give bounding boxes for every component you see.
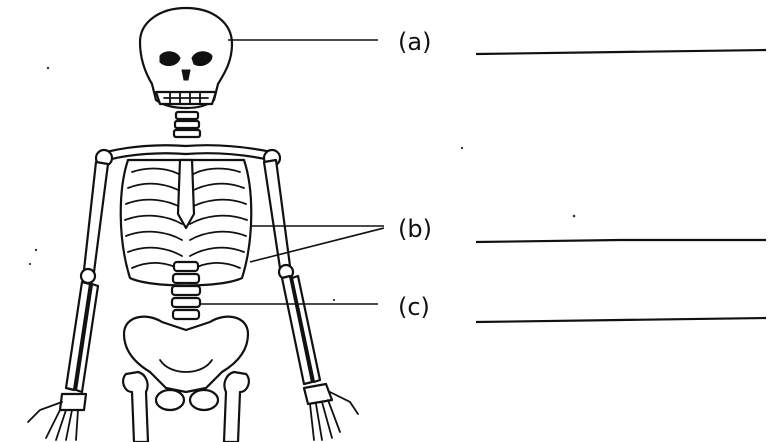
answer-line-a[interactable] bbox=[476, 50, 766, 54]
leader-line-b-lower bbox=[250, 228, 384, 262]
labels: (a) (b) (c) bbox=[398, 28, 432, 321]
skull bbox=[140, 8, 232, 108]
answer-line-c[interactable] bbox=[476, 318, 766, 322]
scan-specks bbox=[29, 67, 575, 301]
human-skeleton-icon bbox=[28, 8, 358, 442]
answer-lines bbox=[476, 50, 766, 322]
right-arm bbox=[264, 160, 358, 440]
label-a: (a) bbox=[398, 28, 431, 56]
label-c: (c) bbox=[398, 293, 430, 321]
neck-vertebrae bbox=[174, 112, 200, 137]
label-b: (b) bbox=[398, 215, 432, 243]
left-arm bbox=[28, 162, 108, 440]
answer-line-b[interactable] bbox=[476, 240, 766, 242]
lumbar-spine bbox=[172, 262, 200, 319]
